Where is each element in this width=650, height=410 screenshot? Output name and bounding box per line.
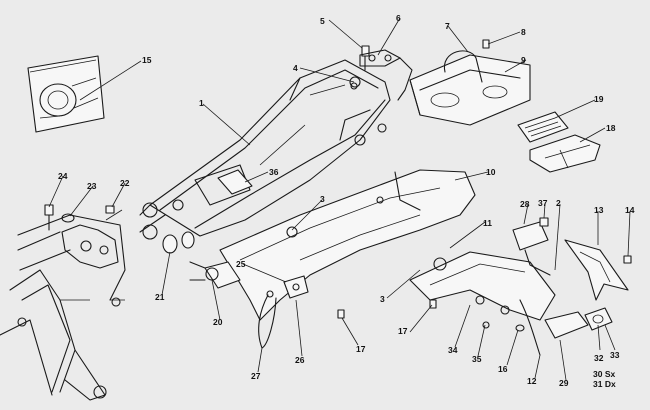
callout-9: 9 <box>521 55 526 65</box>
callout-36: 36 <box>269 167 279 177</box>
callout-6: 6 <box>396 13 401 23</box>
part-21-bushing <box>162 231 195 254</box>
callout-19: 19 <box>594 94 604 104</box>
callout-22: 22 <box>120 178 130 188</box>
callout-17-left: 17 <box>356 344 366 354</box>
callout-35: 35 <box>472 354 482 364</box>
callout-30-sx: 30 Sx <box>593 369 615 379</box>
parts-4-6-top-fasteners <box>350 45 413 101</box>
callout-37: 37 <box>538 198 548 208</box>
callout-33: 33 <box>610 350 620 360</box>
callout-3-lower: 3 <box>380 294 385 304</box>
callout-labels: 1 2 3 3 4 5 6 7 8 9 10 11 12 13 14 15 16… <box>58 13 635 389</box>
callout-1: 1 <box>199 98 204 108</box>
callout-2: 2 <box>556 198 561 208</box>
callout-34: 34 <box>448 345 458 355</box>
callout-15: 15 <box>142 55 152 65</box>
part-36-plate <box>217 169 253 195</box>
callout-27: 27 <box>251 371 261 381</box>
part-18-pouch <box>529 134 601 173</box>
callout-25: 25 <box>236 259 246 269</box>
callout-20: 20 <box>213 317 223 327</box>
callout-18: 18 <box>606 123 616 133</box>
callout-24: 24 <box>58 171 68 181</box>
callout-12: 12 <box>527 376 537 386</box>
callout-16: 16 <box>498 364 508 374</box>
part-28-light <box>512 217 551 276</box>
misc-bolts <box>337 299 525 332</box>
callout-21: 21 <box>155 292 165 302</box>
callout-3-upper: 3 <box>320 194 325 204</box>
leader-lines <box>48 17 631 381</box>
part-9-tray <box>409 39 531 126</box>
callout-11: 11 <box>483 218 492 228</box>
callout-17-right: 17 <box>398 326 408 336</box>
callout-5: 5 <box>320 16 325 26</box>
callout-7: 7 <box>445 21 450 31</box>
callout-26: 26 <box>295 355 305 365</box>
part-13-reflector <box>564 239 632 301</box>
part-12-plate-holder <box>409 251 556 356</box>
part-20-mount <box>189 261 241 289</box>
parts-22-24-fasteners <box>44 204 123 231</box>
part-15-tail-light <box>27 55 105 133</box>
callout-8: 8 <box>521 27 526 37</box>
callout-14: 14 <box>625 205 635 215</box>
callout-31-dx: 31 Dx <box>593 379 616 389</box>
main-frame-left <box>0 214 126 401</box>
part-19-label <box>517 111 569 143</box>
callout-23: 23 <box>87 181 97 191</box>
parts-30-33-turn-signal <box>544 307 613 339</box>
part-26-bracket <box>283 275 309 299</box>
callout-13: 13 <box>594 205 604 215</box>
callout-4: 4 <box>293 63 298 73</box>
callout-10: 10 <box>486 167 496 177</box>
callout-32: 32 <box>594 353 604 363</box>
callout-29: 29 <box>559 378 569 388</box>
callout-28: 28 <box>520 199 530 209</box>
part-1-rear-subframe <box>139 59 391 240</box>
